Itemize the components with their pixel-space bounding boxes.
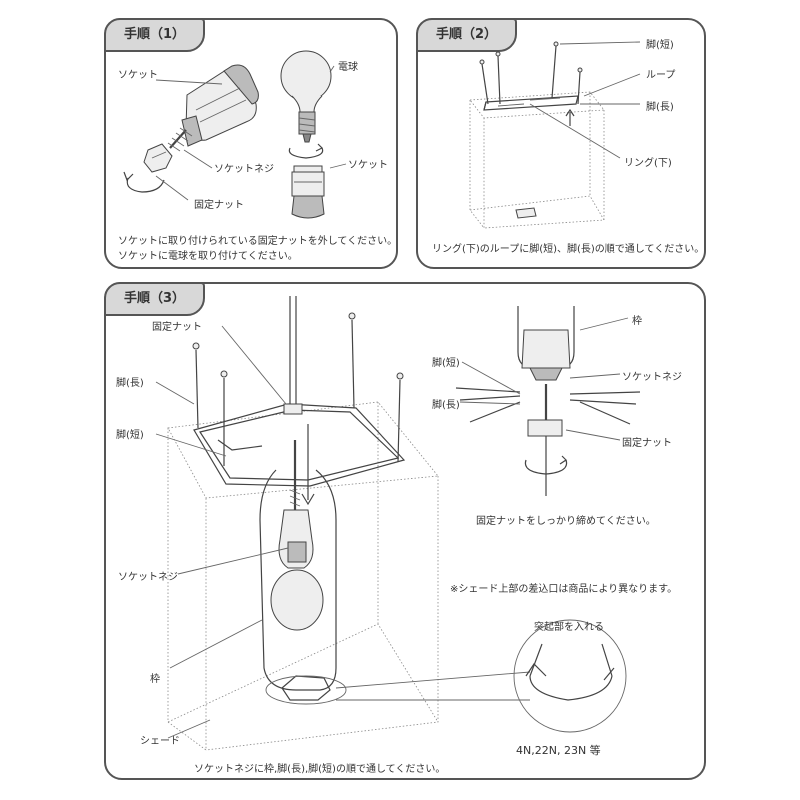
step3-note-1: ソケットネジに枠,脚(長),脚(短)の順で通してください。	[194, 764, 446, 775]
shade-note: ※シェード上部の差込口は商品により異なります。	[450, 584, 678, 595]
detail-circle-drawing	[513, 619, 627, 733]
detail-frame-label: 枠	[632, 316, 642, 327]
models-label: 4N,22N, 23N 等	[516, 744, 601, 757]
detail-socket-screw-label: ソケットネジ	[622, 372, 682, 383]
socket-right-drawing	[291, 165, 325, 219]
socket-label: ソケット	[118, 70, 158, 81]
step3-shade-label: シェード	[140, 736, 180, 747]
socket-right-label: ソケット	[348, 160, 388, 171]
step1-note-2: ソケットに電球を取り付けてください。	[118, 251, 298, 262]
step3-panel: 手順（3）	[104, 282, 706, 780]
step3-tab: 手順（3）	[104, 282, 206, 316]
socket-assembly-drawing	[123, 64, 259, 193]
step1-tab: 手順（1）	[104, 18, 206, 52]
detail-leg-short-label: 脚(短)	[432, 358, 460, 369]
leg-short-label: 脚(短)	[646, 40, 674, 51]
step2-panel: 手順（2）	[416, 18, 706, 269]
shade-box-drawing	[469, 91, 605, 230]
step2-note-1: リング(下)のループに脚(短)、脚(長)の順で通してください。	[432, 244, 705, 255]
fixing-nut-label: 固定ナット	[194, 200, 244, 211]
ring-legs-drawing	[479, 41, 583, 126]
insert-protrusion-label: 突起部を入れる	[534, 622, 604, 633]
bulb-label: 電球	[338, 62, 358, 73]
step2-tab: 手順（2）	[416, 18, 518, 52]
step3-leg-long-label: 脚(長)	[116, 378, 144, 389]
step3-frame-label: 枠	[150, 674, 160, 685]
step3-fixing-nut-label: 固定ナット	[152, 322, 202, 333]
socket-screw-label: ソケットネジ	[214, 164, 274, 175]
loop-label: ループ	[646, 70, 676, 81]
detail-socket-drawing	[455, 306, 641, 496]
detail-leg-long-label: 脚(長)	[432, 400, 460, 411]
frame-legs-drawing	[192, 296, 531, 705]
leg-long-label: 脚(長)	[646, 102, 674, 113]
detail-fixing-nut-label: 固定ナット	[622, 438, 672, 449]
step3-socket-screw-label: ソケットネジ	[118, 572, 178, 583]
step1-panel: 手順（1）	[104, 18, 398, 269]
ring-lower-label: リング(下)	[624, 158, 672, 169]
bulb-drawing	[280, 50, 332, 159]
step3-leg-short-label: 脚(短)	[116, 430, 144, 441]
step1-note-1: ソケットに取り付けられている固定ナットを外してください。	[118, 236, 398, 247]
detail-note: 固定ナットをしっかり締めてください。	[476, 516, 656, 527]
